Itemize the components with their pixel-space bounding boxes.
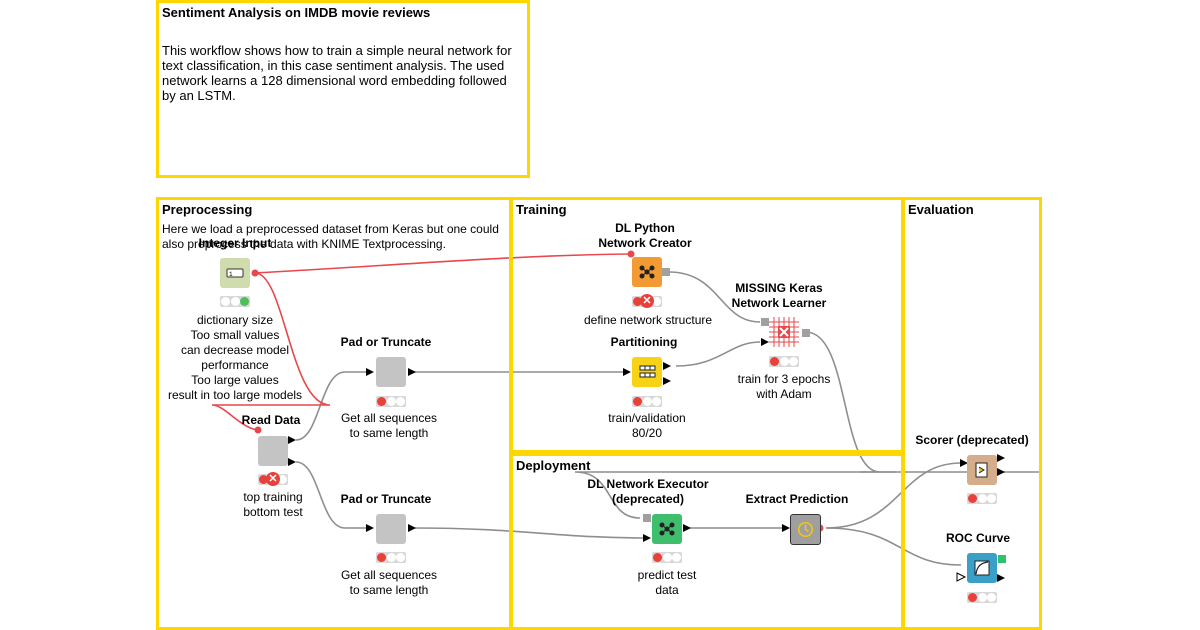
missing-node-icon <box>769 317 799 347</box>
port-out-pad1[interactable] <box>408 368 416 376</box>
port-in-pad1[interactable] <box>366 368 374 376</box>
port-in-pad2[interactable] <box>366 524 374 532</box>
wire-partitioning-to-learner[interactable] <box>675 341 761 367</box>
partition-grid-icon <box>639 365 656 378</box>
workflow-description: This workflow shows how to train a simpl… <box>162 43 512 103</box>
evaluation-annotation: Evaluation <box>902 197 1042 630</box>
status-roc-curve <box>967 592 997 603</box>
node-integer-input[interactable]: 1 <box>220 258 250 288</box>
node-read-data[interactable] <box>258 436 288 466</box>
port-out-learner[interactable] <box>802 329 810 337</box>
node-label-pad-truncate-2[interactable]: Get all sequences to same length <box>340 568 438 597</box>
node-dl-python-creator[interactable] <box>632 257 662 287</box>
node-title-integer-input[interactable]: Integer Input <box>198 236 272 250</box>
scorer-icon <box>975 462 988 478</box>
node-label-integer-input[interactable]: dictionary size Too small values can dec… <box>167 313 303 402</box>
roc-curve-icon <box>974 560 990 576</box>
node-scorer[interactable] <box>967 455 997 485</box>
clock-icon <box>797 521 814 538</box>
flowvar-input-to-creator[interactable] <box>254 253 632 274</box>
port-in-extract[interactable] <box>782 524 790 532</box>
network-icon <box>639 265 655 279</box>
node-title-keras-learner[interactable]: MISSING Keras Network Learner <box>731 281 827 310</box>
port-in-partitioning[interactable] <box>623 368 631 376</box>
node-roc-curve[interactable] <box>967 553 997 583</box>
status-scorer <box>967 493 997 504</box>
node-extract-prediction[interactable] <box>790 514 821 545</box>
port-in-executor-model[interactable] <box>643 514 651 522</box>
port-out-executor[interactable] <box>683 524 691 532</box>
wire-read-to-pad2[interactable] <box>295 461 370 529</box>
deployment-title: Deployment <box>516 458 591 473</box>
node-title-scorer[interactable]: Scorer (deprecated) <box>915 433 1029 447</box>
port-in-learner-model[interactable] <box>761 318 769 326</box>
node-title-pad-truncate-2[interactable]: Pad or Truncate <box>340 492 432 506</box>
port-out-read-1[interactable] <box>288 436 296 444</box>
workflow-title: Sentiment Analysis on IMDB movie reviews <box>162 5 431 20</box>
node-title-read-data[interactable]: Read Data <box>241 413 301 427</box>
status-integer-input <box>220 296 250 307</box>
evaluation-title: Evaluation <box>908 202 974 217</box>
node-title-extract-prediction[interactable]: Extract Prediction <box>745 492 849 506</box>
node-label-partitioning[interactable]: train/validation 80/20 <box>608 411 686 440</box>
port-in-learner[interactable] <box>761 338 769 346</box>
node-partitioning[interactable] <box>632 357 662 387</box>
preprocessing-annotation: Preprocessing Here we load a preprocesse… <box>156 197 512 630</box>
node-title-roc-curve[interactable]: ROC Curve <box>945 531 1011 545</box>
node-title-pad-truncate-1[interactable]: Pad or Truncate <box>340 335 432 349</box>
wire-extract-to-scorer[interactable] <box>825 462 962 529</box>
network-icon <box>659 522 675 536</box>
node-title-dl-python-creator[interactable]: DL Python Network Creator <box>598 221 692 250</box>
port-in-roc-optional[interactable] <box>956 572 967 582</box>
node-pad-truncate-2[interactable] <box>376 514 406 544</box>
wire-read-to-pad1[interactable] <box>295 371 370 441</box>
wire-creator-to-learner[interactable] <box>668 271 761 323</box>
flowvar-port-input[interactable] <box>251 269 259 277</box>
node-pad-truncate-1[interactable] <box>376 357 406 387</box>
port-in-executor[interactable] <box>643 534 651 542</box>
port-out-scorer-1[interactable] <box>997 454 1005 462</box>
node-title-partitioning[interactable]: Partitioning <box>610 335 678 349</box>
port-in-scorer[interactable] <box>960 459 968 467</box>
error-cross-icon: ✕ <box>266 472 280 486</box>
status-partitioning <box>632 396 662 407</box>
node-label-pad-truncate-1[interactable]: Get all sequences to same length <box>340 411 438 440</box>
node-keras-learner[interactable] <box>769 317 799 347</box>
status-keras-learner <box>769 356 799 367</box>
node-dl-executor[interactable] <box>652 514 682 544</box>
node-label-dl-python-creator[interactable]: define network structure <box>583 313 713 327</box>
port-out-scorer-2[interactable] <box>997 468 1005 476</box>
status-dl-executor <box>652 552 682 563</box>
port-out-roc[interactable] <box>997 574 1005 582</box>
flowvar-input-to-read[interactable] <box>211 272 331 431</box>
preprocessing-description: Here we load a preprocessed dataset from… <box>162 222 499 251</box>
port-out-partitioning-2[interactable] <box>663 377 671 385</box>
training-title: Training <box>516 202 567 217</box>
workflow-description-annotation: Sentiment Analysis on IMDB movie reviews… <box>156 0 530 178</box>
svg-text:1: 1 <box>229 271 233 278</box>
status-pad-truncate-1 <box>376 396 406 407</box>
port-out-read-2[interactable] <box>288 458 296 466</box>
integer-input-icon: 1 <box>226 268 244 278</box>
status-pad-truncate-2 <box>376 552 406 563</box>
port-out-roc-image[interactable] <box>998 555 1006 563</box>
node-label-dl-executor[interactable]: predict test data <box>637 568 697 597</box>
wire-pad2-to-executor[interactable] <box>413 527 646 539</box>
flowvar-port-read[interactable] <box>254 426 262 434</box>
node-title-dl-executor[interactable]: DL Network Executor (deprecated) <box>587 477 709 506</box>
wire-extract-to-roc[interactable] <box>825 527 962 566</box>
port-out-creator[interactable] <box>662 268 670 276</box>
preprocessing-title: Preprocessing <box>162 202 253 217</box>
error-cross-icon: ✕ <box>640 294 654 308</box>
node-label-read-data[interactable]: top training bottom test <box>243 490 303 519</box>
port-out-partitioning-1[interactable] <box>663 362 671 370</box>
node-label-keras-learner[interactable]: train for 3 epochs with Adam <box>737 372 831 401</box>
port-out-pad2[interactable] <box>408 524 416 532</box>
flowvar-port-creator[interactable] <box>627 250 635 258</box>
